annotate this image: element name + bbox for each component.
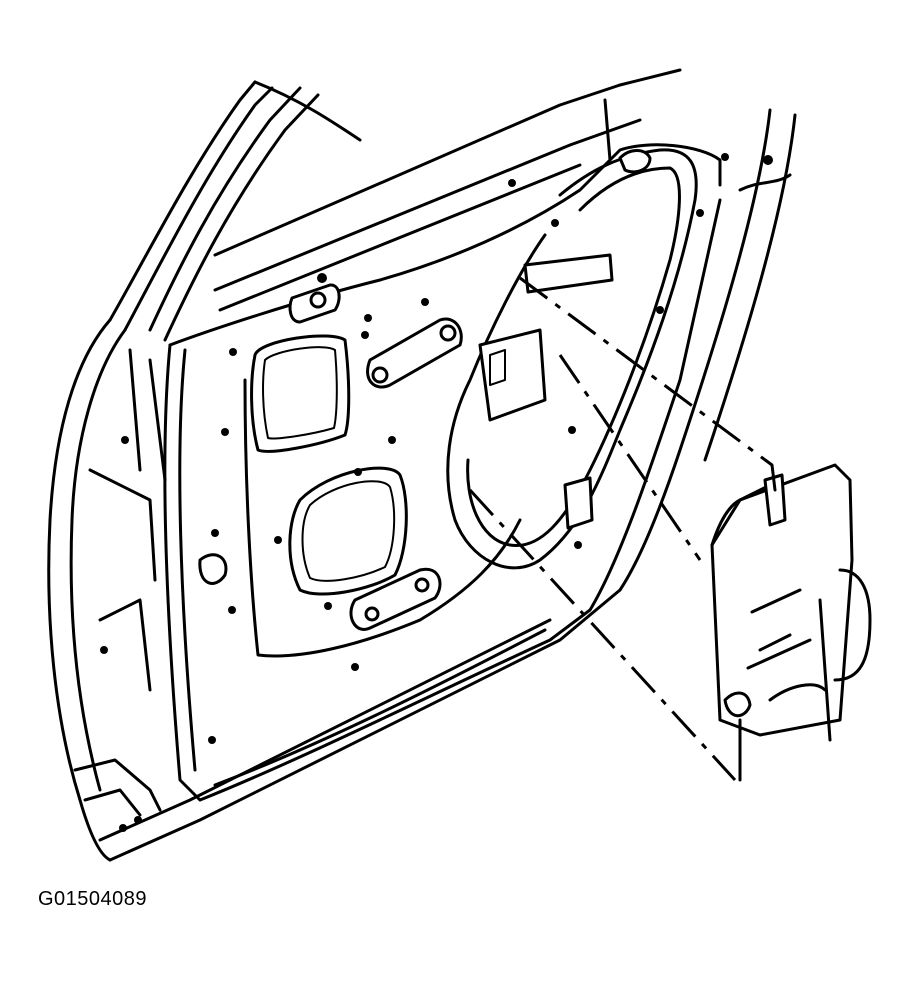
door-frame-pillar [108, 80, 362, 342]
door-outer-shell [47, 318, 622, 862]
leader-lines [468, 276, 777, 782]
door-inner-panel [163, 143, 722, 802]
access-hole-lower [288, 466, 408, 596]
lower-bracket [349, 567, 442, 631]
fastener-holes [100, 153, 773, 832]
door-rear-edge [618, 108, 797, 592]
handle-bracket [366, 317, 463, 389]
door-belt-line [213, 68, 682, 312]
figure-id-label: G01504089 [38, 888, 148, 910]
belt-line-clip [288, 283, 341, 324]
access-hole-upper [250, 334, 351, 453]
exploded-trim-panel [710, 463, 872, 742]
